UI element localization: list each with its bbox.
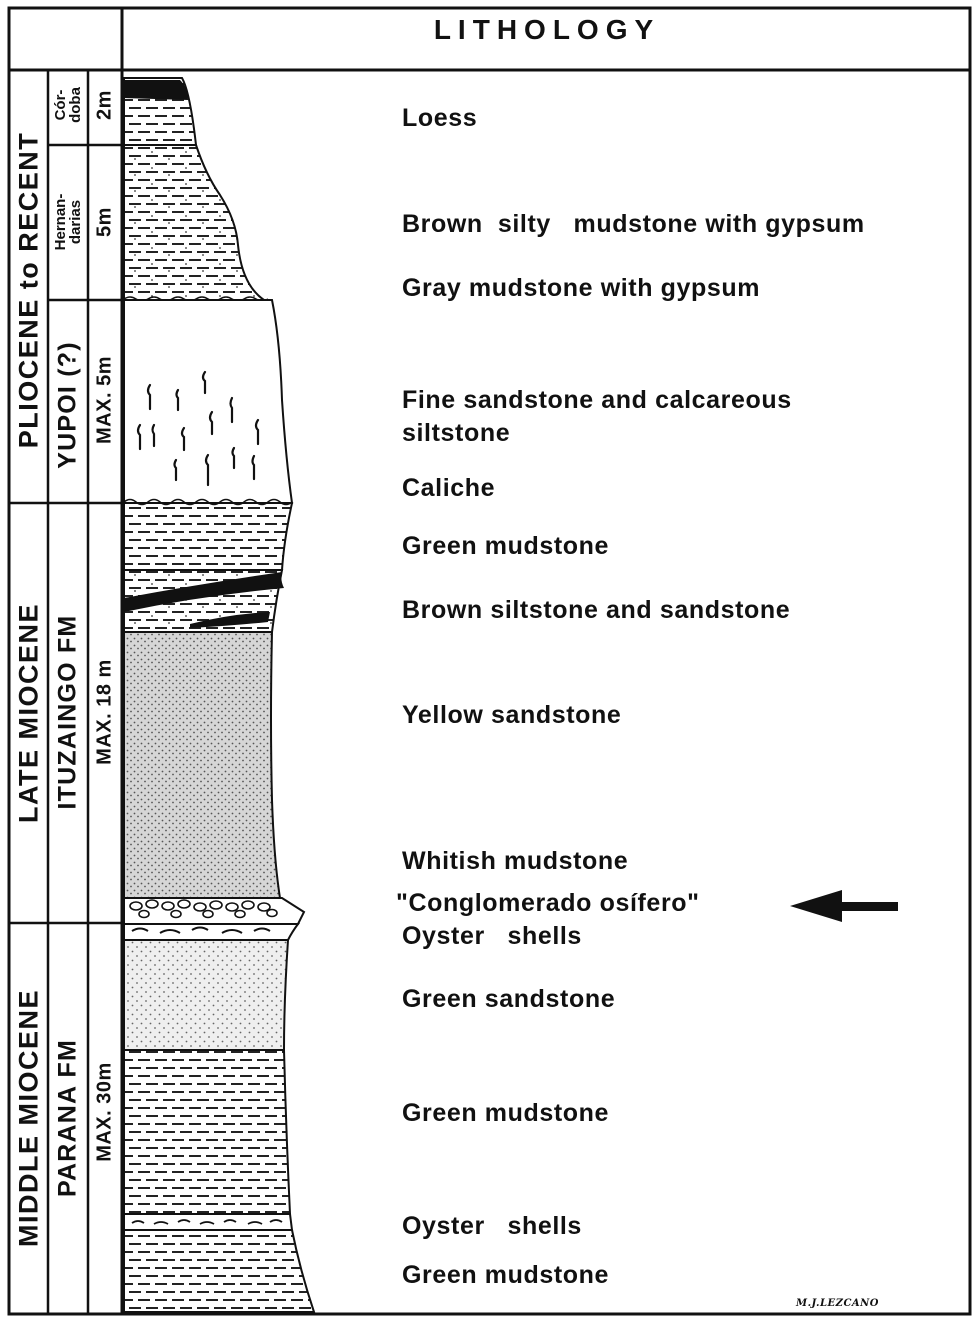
formation-label-ituzaingo: ITUZAINGO FM [54,615,83,810]
author-signature: M.J.LEZCANO [796,1298,879,1309]
lithology-label-whitish-mudstone: Whitish mudstone [402,845,628,877]
formation-label-yupoi: YUPOI (?) [54,341,83,468]
loess-dark-top [124,80,188,100]
formation-label-cordoba-line1: Cór- [53,87,68,123]
formation-label-cordoba: Cór- doba [53,87,83,123]
lithology-label-green-sandstone: Green sandstone [402,983,615,1015]
thickness-label-yupoi: MAX. 5m [94,356,117,444]
brown-gray-mudstone-layer [124,145,264,300]
lithology-label-yellow-sandstone: Yellow sandstone [402,699,621,731]
green-mudstone-upper-layer [124,503,292,570]
formation-label-hernandarias-line1: Hernan- [53,194,68,251]
lithology-label-oyster-shells-upper: Oyster shells [402,920,582,952]
lithology-label-siltstone: siltstone [402,417,510,449]
formation-label-cordoba-line2: doba [68,87,83,123]
lithology-label-oyster-shells-lower: Oyster shells [402,1210,582,1242]
yellow-sandstone-layer [124,632,280,898]
epoch-label-pliocene: PLIOCENE to RECENT [14,132,45,449]
formation-label-hernandarias-line2: darias [68,194,83,251]
lithology-label-conglomerado-osifero: "Conglomerado osífero" [396,887,700,919]
formation-label-parana: PARANA FM [54,1039,83,1197]
lithology-label-loess: Loess [402,102,477,134]
oyster-shells-upper-layer [124,924,298,940]
lithology-label-brown-siltstone: Brown siltstone and sandstone [402,594,790,626]
lithology-header: LITHOLOGY [124,14,970,46]
thickness-label-hernandarias: 5m [94,207,117,237]
green-mudstone-lower-layer [124,1230,314,1312]
epoch-label-late-miocene: LATE MIOCENE [14,603,45,823]
lithology-label-green-mudstone-middle: Green mudstone [402,1097,609,1129]
green-sandstone-layer [124,940,288,1050]
lithology-label-brown-silty-mudstone: Brown silty mudstone with gypsum [402,208,865,240]
thickness-label-parana: MAX. 30m [94,1062,117,1162]
thickness-label-ituzaingo: MAX. 18 m [94,659,117,765]
lithologic-column [124,78,314,1312]
highlight-arrow-icon [790,890,898,922]
lithology-label-gray-mudstone: Gray mudstone with gypsum [402,272,760,304]
lithology-label-caliche: Caliche [402,472,495,504]
lithology-label-fine-sandstone: Fine sandstone and calcareous [402,384,792,416]
green-mudstone-middle-layer [124,1050,290,1214]
lithology-label-green-mudstone-upper: Green mudstone [402,530,609,562]
formation-label-hernandarias: Hernan- darias [53,194,83,251]
epoch-label-middle-miocene: MIDDLE MIOCENE [14,989,45,1247]
lithology-label-green-mudstone-lower: Green mudstone [402,1259,609,1291]
thickness-label-cordoba: 2m [94,90,117,120]
